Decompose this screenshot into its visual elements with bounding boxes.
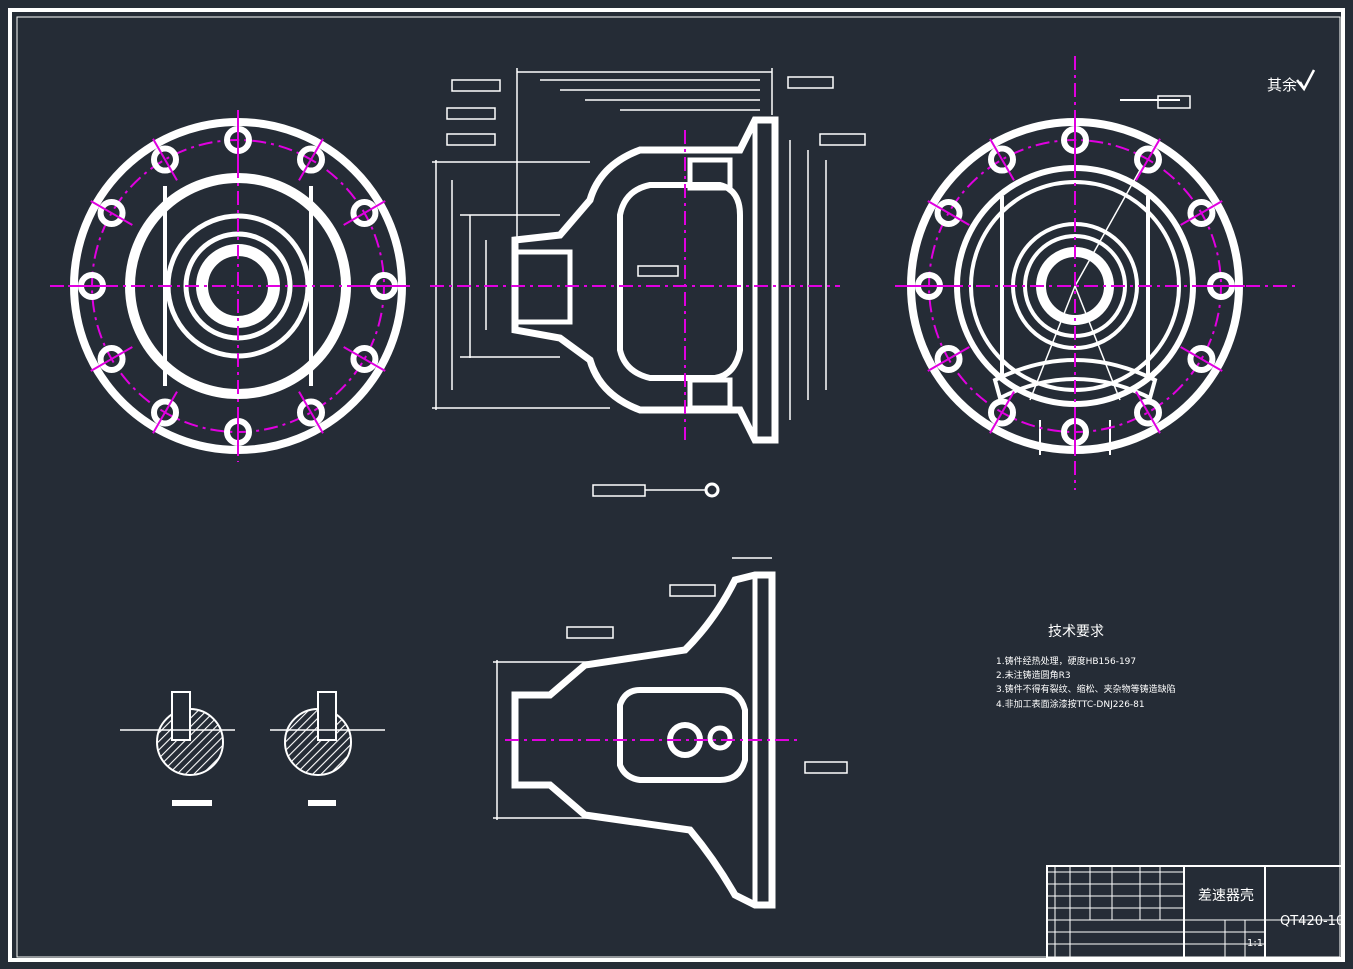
right-flange-bolt-hole [988, 398, 1016, 427]
left-flange-bolt-hole [350, 199, 379, 227]
title-block-scale: 1:1 [1247, 938, 1263, 949]
right-flange-bolt-centerline [989, 391, 1015, 434]
roughness-note-label: 其余 [1267, 76, 1297, 94]
tech-req-item-4: 4.非加工表面涂漆按TTC-DNJ226-81 [996, 698, 1145, 710]
tech-req-item-3: 3.铸件不得有裂纹、缩松、夹杂物等铸造缺陷 [996, 683, 1176, 695]
right-flange-view [895, 56, 1295, 490]
left-flange-bolt-centerline [343, 346, 386, 372]
right-flange-bolt-centerline [989, 138, 1015, 181]
left-flange-bolt-centerline [152, 391, 178, 434]
right-flange-bolt-centerline [1180, 200, 1223, 226]
right-flange-bolt-hole [1134, 145, 1162, 174]
section-detail-left [120, 691, 235, 806]
left-flange-bolt-hole [151, 145, 179, 174]
left-flange-view [50, 110, 410, 462]
left-flange-bolt-hole [97, 199, 126, 227]
tech-req-heading: 技术要求 [1048, 624, 1104, 640]
tech-req-item-2: 2.未注铸造圆角R3 [996, 669, 1071, 681]
right-flange-bolt-centerline [927, 200, 970, 226]
section-detail-right [270, 691, 385, 806]
left-flange-bolt-centerline [152, 138, 178, 181]
right-flange-bolt-centerline [1180, 346, 1223, 372]
sheet-outer-border [8, 8, 1345, 962]
left-flange-bolt-centerline [90, 200, 133, 226]
left-flange-bolt-centerline [343, 200, 386, 226]
left-flange-bolt-hole [297, 398, 325, 427]
left-flange-bolt-hole [297, 145, 325, 174]
left-flange-bolt-hole [97, 345, 126, 373]
left-flange-bolt-centerline [298, 138, 324, 181]
right-flange-bolt-hole [1187, 199, 1216, 227]
right-flange-bolt-centerline [1135, 138, 1161, 181]
right-flange-bolt-hole [934, 199, 963, 227]
right-flange-bolt-centerline [1135, 391, 1161, 434]
left-flange-bolt-hole [350, 345, 379, 373]
left-flange-bolt-hole [151, 398, 179, 427]
title-block-part-name: 差速器壳 [1198, 887, 1254, 904]
bottom-section-view [493, 557, 848, 909]
roughness-check-icon [1296, 69, 1316, 92]
sheet-inner-border [16, 16, 1341, 958]
left-flange-bolt-centerline [90, 346, 133, 372]
right-flange-bolt-hole [1134, 398, 1162, 427]
right-flange-bolt-hole [1187, 345, 1216, 373]
right-flange-bolt-hole [934, 345, 963, 373]
right-flange-bolt-centerline [927, 346, 970, 372]
center-section-view [430, 68, 866, 498]
tech-req-item-1: 1.铸件经热处理，硬度HB156-197 [996, 655, 1136, 667]
title-block-material: QT420-10 [1280, 914, 1344, 929]
title-block: 差速器壳 QT420-10 1:1 [1046, 865, 1344, 959]
left-flange-bolt-centerline [298, 391, 324, 434]
right-flange-bolt-hole [988, 145, 1016, 174]
